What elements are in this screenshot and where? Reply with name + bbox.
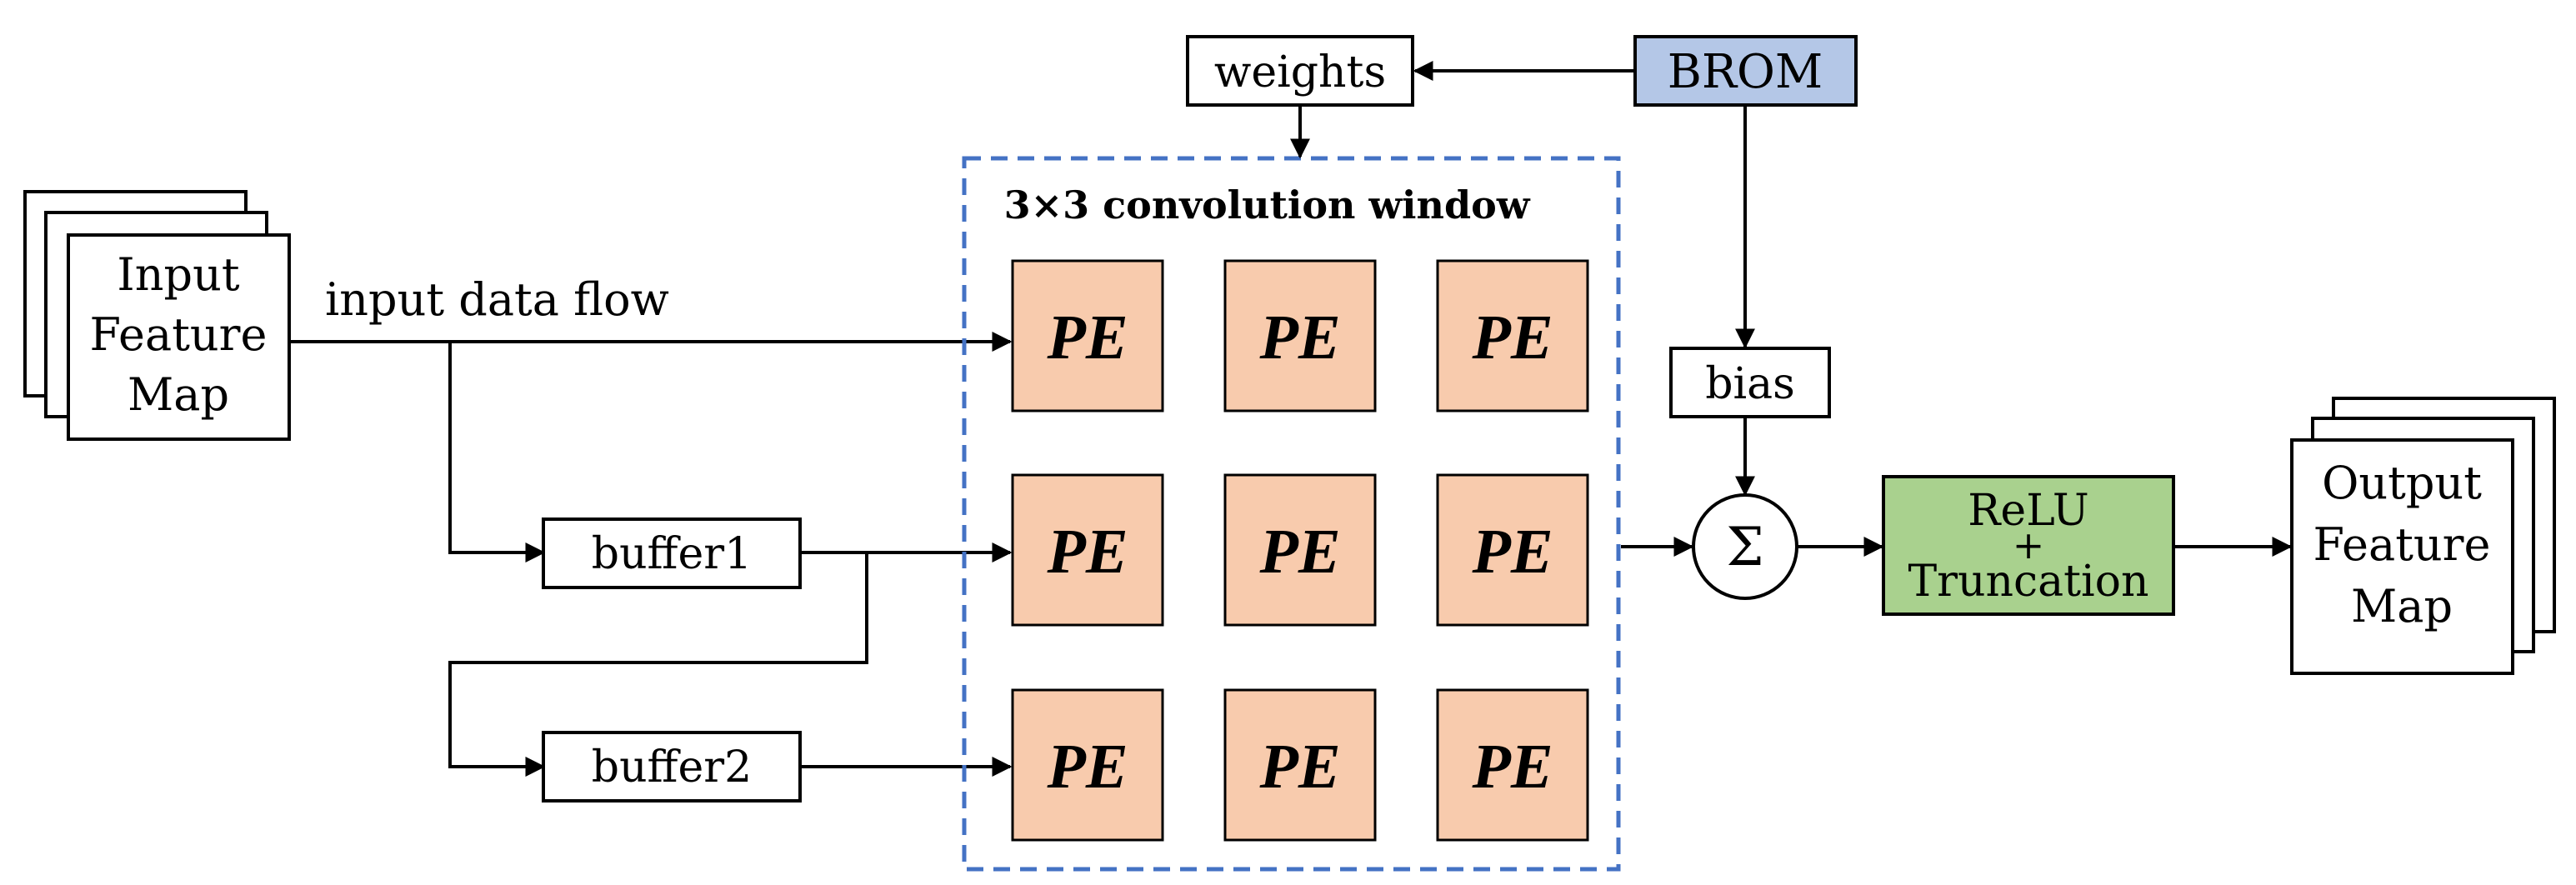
input-map-line1: Input — [117, 248, 239, 301]
weights-label: weights — [1214, 48, 1386, 98]
relu-truncation-box: ReLU + Truncation — [1882, 475, 2175, 616]
pe-cell: PE — [1011, 688, 1164, 842]
pe-label: PE — [1046, 517, 1128, 587]
pe-cell: PE — [1436, 473, 1589, 627]
pe-label: PE — [1471, 302, 1553, 372]
pe-cell: PE — [1223, 473, 1377, 627]
pe-cell: PE — [1223, 259, 1377, 412]
relu-line3: Truncation — [1908, 557, 2149, 607]
pe-label: PE — [1258, 732, 1340, 802]
convolution-window-title: 3×3 convolution window — [1004, 182, 1531, 228]
input-data-flow-label: input data flow — [325, 273, 669, 326]
weight-wires — [1290, 61, 1635, 159]
output-map-line1: Output — [2322, 457, 2482, 509]
bias-label: bias — [1705, 359, 1795, 409]
bias-box: bias — [1669, 347, 1831, 418]
pe-cell: PE — [1436, 259, 1589, 412]
output-feature-map: Output Feature Map — [2290, 397, 2556, 675]
pe-label: PE — [1471, 732, 1553, 802]
pe-cell: PE — [1223, 688, 1377, 842]
pe-label: PE — [1471, 517, 1553, 587]
summation-node: Σ — [1692, 493, 1798, 600]
pe-label: PE — [1258, 517, 1340, 587]
pe-label: PE — [1046, 732, 1128, 802]
relu-line2: + — [2013, 522, 2045, 568]
pe-cell: PE — [1436, 688, 1589, 842]
relu-line1: ReLU — [1968, 486, 2088, 536]
input-feature-map: Input Feature Map — [23, 190, 291, 441]
buffer1-label: buffer1 — [592, 529, 752, 579]
buffer2-box: buffer2 — [542, 731, 802, 802]
pe-cell: PE — [1011, 473, 1164, 627]
brom-label: BROM — [1668, 45, 1823, 99]
sum-symbol: Σ — [1726, 517, 1763, 578]
output-map-line3: Map — [2351, 580, 2453, 632]
input-wires — [289, 332, 1013, 777]
buffer2-label: buffer2 — [592, 742, 752, 792]
pe-label: PE — [1046, 302, 1128, 372]
buffer1-box: buffer1 — [542, 518, 802, 589]
pe-cell: PE — [1011, 259, 1164, 412]
input-map-line2: Feature — [90, 308, 268, 361]
weights-box: weights — [1186, 35, 1414, 107]
pe-label: PE — [1258, 302, 1340, 372]
output-map-line2: Feature — [2313, 518, 2491, 571]
brom-box: BROM — [1633, 35, 1858, 107]
input-map-line3: Map — [128, 368, 229, 421]
pe-grid: PE PE PE PE PE PE PE PE — [1011, 259, 1589, 842]
